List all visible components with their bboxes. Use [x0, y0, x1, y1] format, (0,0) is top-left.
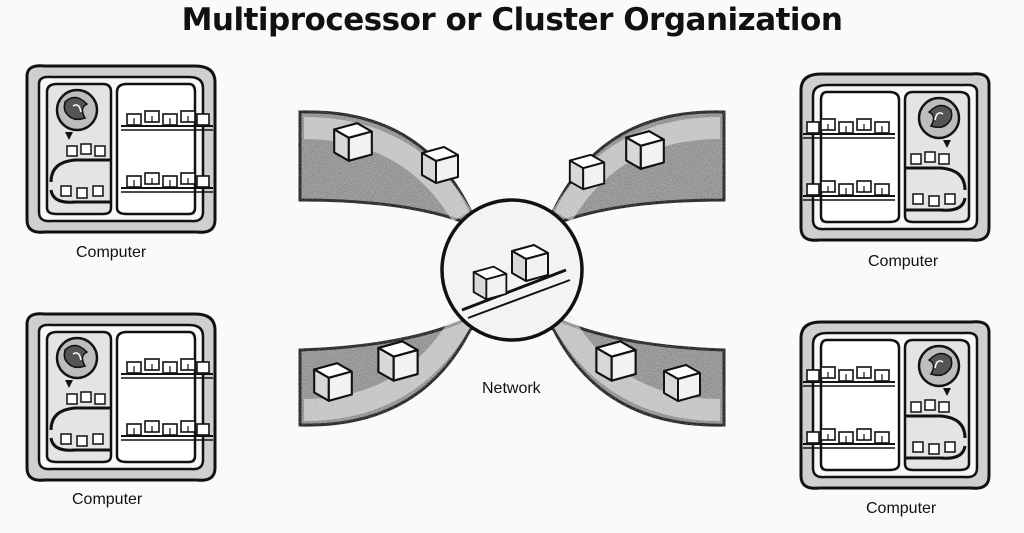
packet — [510, 243, 550, 283]
packet — [595, 340, 637, 382]
packet — [377, 340, 419, 382]
computer-label-top-right: Computer — [868, 253, 939, 270]
computer-label-top-left: Computer — [76, 244, 147, 261]
packet — [333, 122, 373, 162]
packet — [313, 362, 353, 402]
diagram-title: Multiprocessor or Cluster Organization — [181, 2, 843, 38]
computer-label-bottom-right: Computer — [866, 500, 937, 517]
computer-top-right — [801, 74, 989, 241]
network — [298, 110, 726, 427]
packet — [420, 145, 460, 185]
computer-bottom-left — [27, 314, 215, 481]
computer-top-left — [27, 66, 215, 233]
packet — [662, 363, 702, 403]
computer-bottom-right — [801, 322, 989, 489]
packet — [568, 153, 606, 191]
packet — [472, 265, 508, 301]
network-label: Network — [482, 380, 541, 397]
packet — [625, 130, 665, 170]
computer-label-bottom-left: Computer — [72, 491, 143, 508]
